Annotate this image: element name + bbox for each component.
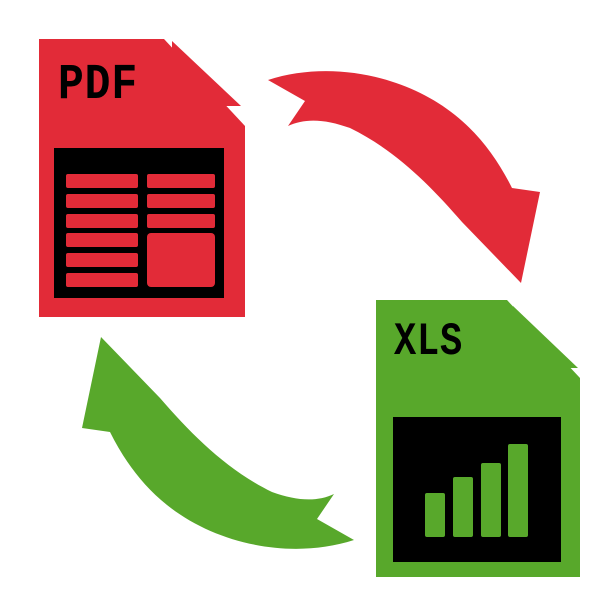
xls-document-icon: XLS xyxy=(376,300,580,577)
table-row-stripe xyxy=(66,233,138,247)
pdf-to-xls-arrow-icon xyxy=(268,71,540,283)
chart-bar xyxy=(453,477,473,537)
xls-bar-chart-graphic xyxy=(393,417,561,562)
pdf-label: PDF xyxy=(58,57,138,114)
pdf-folded-corner-icon xyxy=(172,41,241,106)
chart-background xyxy=(393,417,561,562)
table-row-stripe xyxy=(66,253,138,267)
xls-folded-corner-icon xyxy=(513,306,578,368)
pdf-document-icon: PDF xyxy=(39,39,245,317)
chart-bar xyxy=(425,493,445,537)
chart-bar xyxy=(508,444,528,537)
table-row-stripe xyxy=(66,194,138,208)
table-row-stripe xyxy=(147,174,215,188)
table-row-stripe xyxy=(66,273,138,287)
chart-bar xyxy=(481,463,501,537)
table-row-stripe xyxy=(147,214,215,228)
table-block xyxy=(147,233,215,287)
xls-label: XLS xyxy=(394,316,463,368)
xls-to-pdf-arrow-icon xyxy=(82,337,354,549)
table-row-stripe xyxy=(147,194,215,208)
table-row-stripe xyxy=(66,214,138,228)
pdf-table-graphic xyxy=(54,148,224,298)
table-row-stripe xyxy=(66,174,138,188)
